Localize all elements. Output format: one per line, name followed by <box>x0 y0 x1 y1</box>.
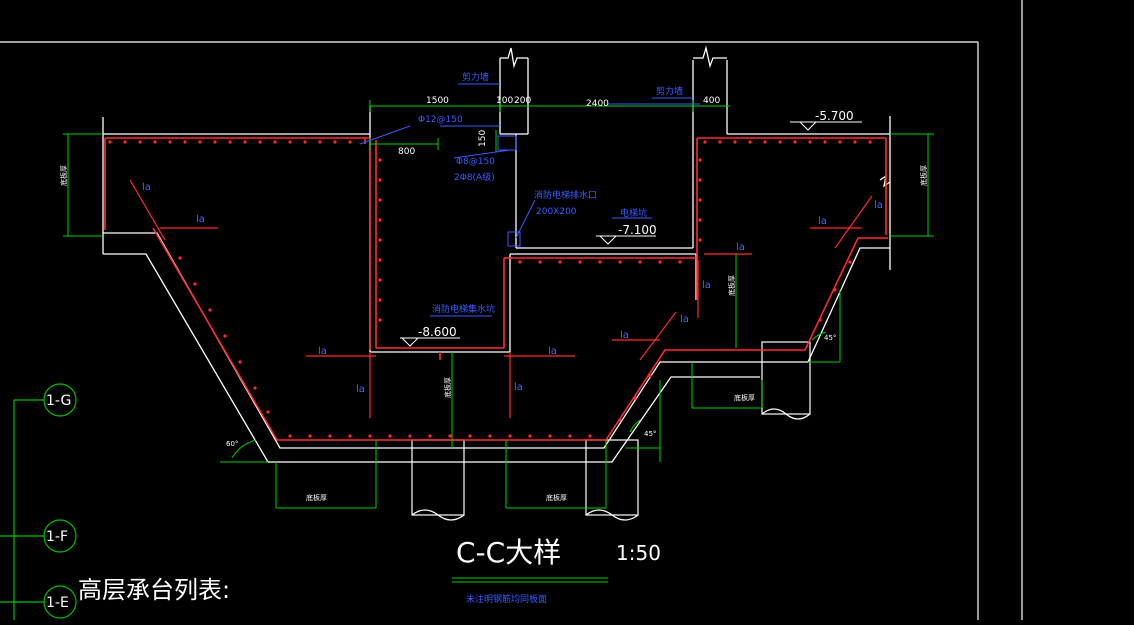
detail-title: C-C大样 <box>456 536 561 569</box>
la-label: la <box>356 384 365 395</box>
la-label: la <box>318 346 327 357</box>
la-label: la <box>818 216 827 227</box>
la-label: la <box>196 214 205 225</box>
dimension-lines <box>63 100 934 509</box>
la-label: la <box>514 382 523 393</box>
elevation-markers <box>400 121 862 347</box>
drawing-frame <box>0 0 1023 620</box>
grid-axis-lines <box>0 399 44 620</box>
dim-800: 800 <box>398 147 415 157</box>
angle-right-2: 45° <box>644 430 656 438</box>
dim-150: 150 <box>478 130 488 147</box>
table-title: 高层承台列表: <box>78 576 230 604</box>
la-label: la <box>874 200 883 211</box>
shear-wall-label-right: 剪力墙 <box>656 85 683 97</box>
slab-thickness-bottom-2: 底板厚 <box>546 493 567 502</box>
la-label: la <box>736 242 745 253</box>
slab-thickness-right-2: 底板厚 <box>727 275 736 296</box>
elevation-top: -5.700 <box>815 109 854 123</box>
detail-scale: 1:50 <box>616 541 661 565</box>
concrete-outline <box>102 45 891 463</box>
rebar-lines <box>104 137 888 441</box>
rebar-top-label: Φ12@150 <box>418 115 463 125</box>
slab-thickness-right-3: 底板厚 <box>734 393 755 402</box>
angle-left: 60° <box>226 440 238 448</box>
grid-bubble-1g[interactable] <box>43 383 77 417</box>
piles <box>411 341 811 521</box>
pit-name-label: 电梯坑 <box>620 207 647 219</box>
anchor-lines <box>129 179 873 418</box>
grid-bubble-1f[interactable] <box>43 519 77 553</box>
title-underline <box>452 577 608 583</box>
dim-1500: 1500 <box>426 96 449 106</box>
dim-2400: 2400 <box>586 99 609 109</box>
shear-wall-label-left: 剪力墙 <box>462 71 489 83</box>
grid-label-1e: 1-E <box>46 595 69 611</box>
grid-label-1f: 1-F <box>46 529 68 545</box>
slab-thickness-right: 底板厚 <box>919 165 928 186</box>
dim-200: 200 <box>514 96 531 106</box>
dim-400: 400 <box>703 96 720 106</box>
grid-bubble-1e[interactable] <box>43 585 77 619</box>
dim-100: 100 <box>496 96 513 106</box>
sump-name-label: 消防电梯集水坑 <box>432 303 495 315</box>
rebar-strip-label: 2Φ8(A级) <box>454 171 495 183</box>
la-label: la <box>620 330 629 341</box>
slab-thickness-bottom-1: 底板厚 <box>306 493 327 502</box>
drain-size-label: 200X200 <box>536 207 577 217</box>
slab-thickness-left: 底板厚 <box>59 165 68 186</box>
rebar-dots <box>108 140 872 438</box>
grid-label-1g: 1-G <box>46 393 71 409</box>
la-label: la <box>142 182 151 193</box>
angle-right-1: 45° <box>824 334 836 342</box>
slab-thickness-center: 底板厚 <box>443 377 452 398</box>
rebar-mid-label: Φ8@150 <box>456 157 495 167</box>
elevation-pit: -7.100 <box>618 223 657 237</box>
la-label: la <box>680 314 689 325</box>
la-label: la <box>702 280 711 291</box>
elevation-sump: -8.600 <box>418 325 457 339</box>
drain-name-label: 消防电梯排水口 <box>534 189 597 201</box>
la-label: la <box>548 346 557 357</box>
annotation-leaders <box>359 83 700 317</box>
detail-note-label: 未注明钢筋均同板面 <box>466 593 547 605</box>
